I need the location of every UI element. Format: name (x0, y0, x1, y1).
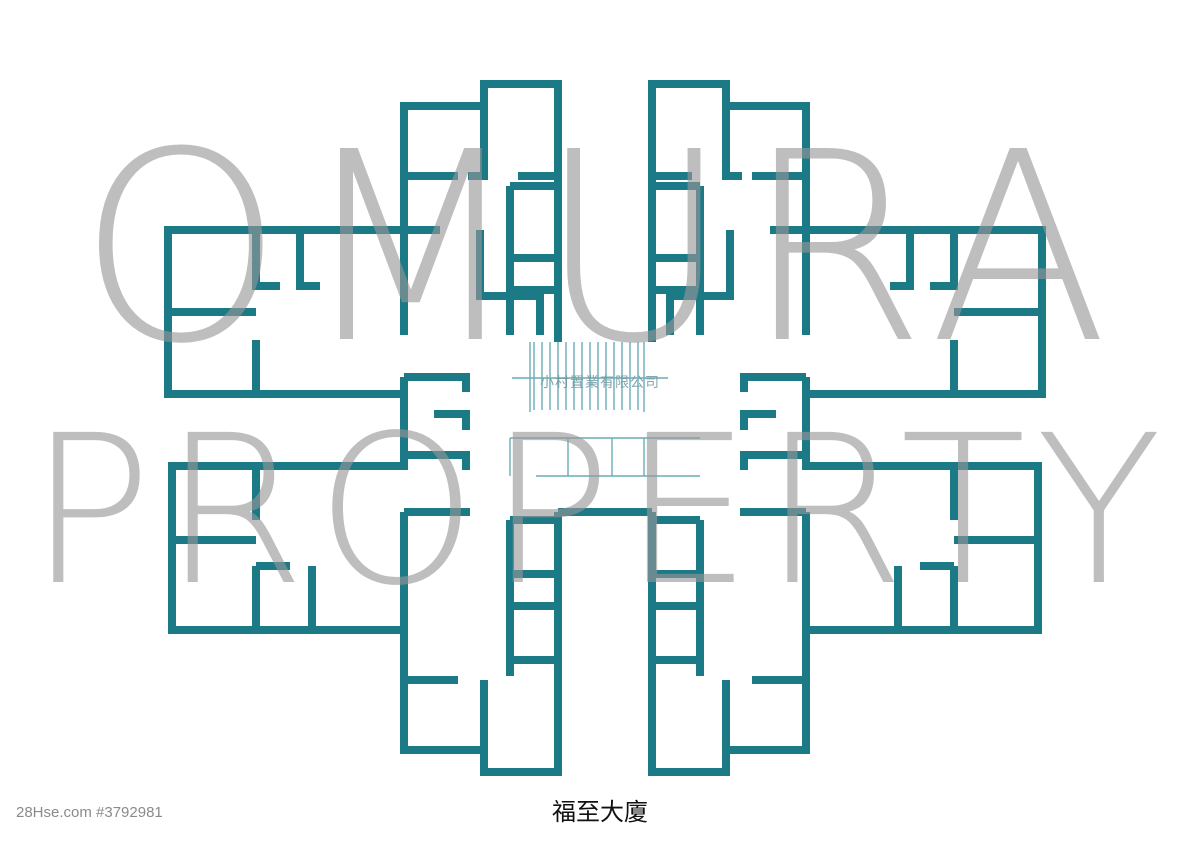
listing-source-label: 28Hse.com #3792981 (16, 804, 163, 821)
floor-plan-walls (164, 80, 1046, 776)
central-staircase (509, 342, 700, 477)
agent-watermark-text: 小村置業有限公司 (540, 375, 660, 391)
building-name-caption: 福至大廈 (552, 798, 648, 826)
